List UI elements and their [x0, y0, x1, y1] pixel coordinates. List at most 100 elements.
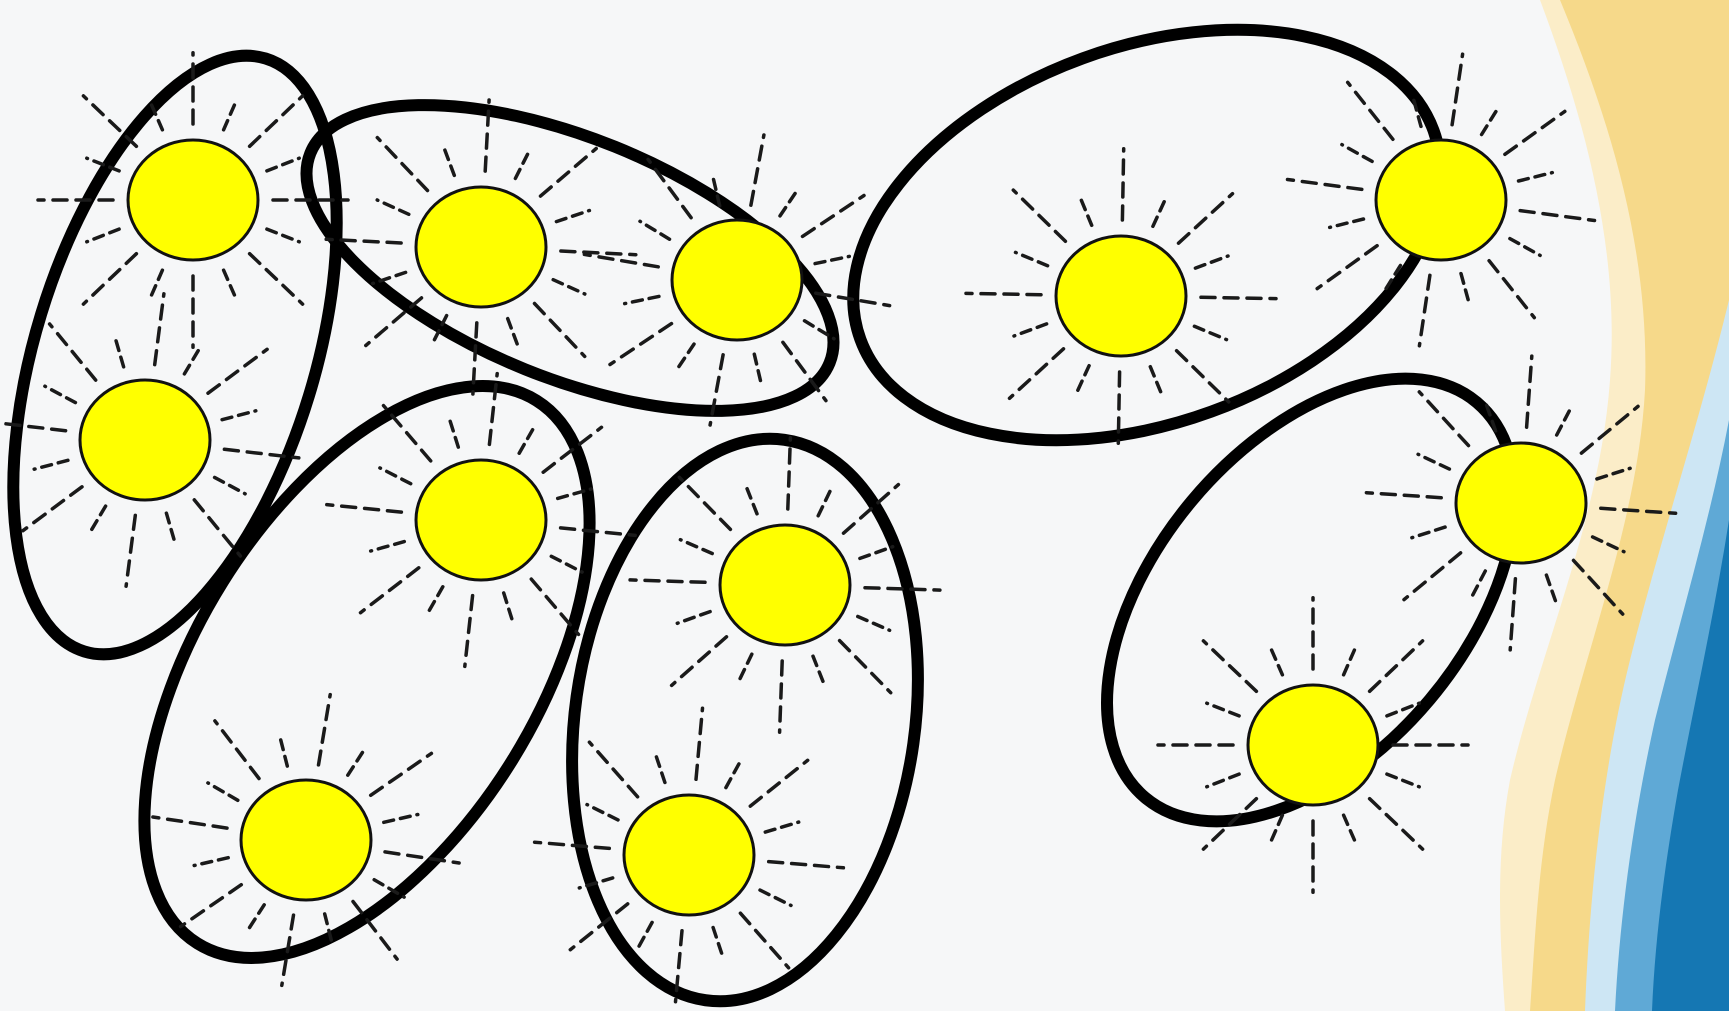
sun-ray — [153, 817, 227, 828]
sun-ray — [1342, 145, 1372, 162]
sun-ray — [815, 256, 849, 263]
sun-ray — [1177, 351, 1229, 402]
sun-ray — [1370, 799, 1423, 849]
sun-ray — [126, 515, 135, 586]
sun-ray — [377, 138, 427, 191]
sun-ray — [818, 486, 833, 516]
sun-ray — [377, 200, 409, 214]
sun-ray — [1179, 194, 1233, 244]
sun-ray — [1519, 173, 1553, 181]
sun-ray — [1557, 405, 1573, 435]
sun-ray — [1153, 196, 1167, 227]
sun-ray — [1470, 571, 1486, 601]
sun-disc — [80, 380, 210, 500]
sun-ray — [114, 335, 123, 367]
sun-ray — [1150, 367, 1163, 398]
sun-ray — [1122, 149, 1123, 220]
sun-ray — [1010, 349, 1064, 399]
sun-ray — [443, 144, 455, 175]
sun-ray — [448, 415, 458, 447]
sun-ray — [858, 617, 890, 631]
sun-ray — [589, 742, 637, 797]
sun-ray — [1461, 274, 1470, 306]
sun-ray — [1366, 493, 1441, 498]
sun-ray — [1348, 82, 1393, 139]
sun-ray — [760, 890, 791, 905]
sun-ray — [155, 294, 164, 365]
sun-ray — [1527, 356, 1532, 427]
sun-ray — [1207, 703, 1239, 716]
sun-ray — [1419, 275, 1430, 346]
sun-ray — [865, 588, 940, 590]
sun-ray — [166, 513, 175, 545]
sun-ray — [813, 656, 825, 687]
sun-ray — [1452, 54, 1463, 125]
sun-ray — [384, 406, 431, 461]
sun-ray — [1016, 252, 1048, 265]
sun-ray — [630, 580, 705, 582]
sun-ray — [535, 842, 610, 848]
sun-ray — [713, 928, 724, 960]
sun-ray — [556, 211, 589, 222]
sun-ray — [508, 319, 520, 350]
sun-ray — [371, 753, 432, 795]
sun-ray — [1419, 392, 1468, 446]
sun-ray — [541, 149, 597, 197]
sun-ray — [726, 758, 742, 788]
sun-ray — [672, 637, 727, 686]
sun-ray — [1330, 219, 1364, 227]
sun-ray — [610, 324, 672, 365]
sun-ray — [840, 641, 891, 693]
sun-ray — [1201, 297, 1276, 298]
sun-disc — [720, 525, 850, 645]
sun-ray — [246, 905, 264, 933]
sun-ray — [224, 270, 237, 301]
sun-ray — [640, 221, 670, 239]
sun-disc — [128, 140, 258, 260]
sun-12 — [1158, 598, 1468, 893]
sun-ray — [361, 568, 419, 613]
sun-ray — [1510, 239, 1540, 256]
sun-ray — [561, 251, 636, 255]
sun-ray — [788, 438, 791, 509]
sun-ray — [0, 422, 66, 431]
sun-ray — [87, 229, 119, 242]
sun-ray — [215, 477, 246, 493]
sun-ray — [1344, 644, 1357, 675]
sun-ray — [384, 815, 418, 823]
sun-ray — [745, 483, 757, 514]
sun-ray — [1510, 579, 1515, 650]
sun-ray — [380, 468, 411, 484]
sun-ray — [535, 304, 585, 357]
sun-disc — [416, 460, 546, 580]
sun-ray — [860, 547, 893, 559]
sun-ray — [1505, 111, 1565, 154]
sun-ray — [584, 254, 658, 266]
sun-ray — [1344, 815, 1357, 846]
sun-ray — [1014, 324, 1047, 336]
sun-ray — [553, 280, 585, 294]
sun-ray — [371, 542, 405, 551]
sun-ray — [1207, 774, 1239, 787]
sun-ray — [561, 528, 636, 536]
sun-ray — [366, 298, 422, 346]
sun-ray — [222, 411, 256, 420]
sun-ray — [319, 695, 331, 765]
sun-ray — [149, 270, 162, 301]
sun-ray — [1269, 815, 1282, 846]
sun-ray — [1075, 366, 1089, 397]
sun-disc — [1248, 685, 1378, 805]
sun-ray — [1387, 774, 1419, 787]
sun-1 — [38, 53, 348, 348]
sun-ray — [587, 805, 618, 820]
sun-ray — [740, 913, 788, 968]
sun-ray — [1194, 326, 1226, 339]
sun-ray — [519, 424, 536, 453]
sun-ray — [504, 593, 514, 625]
sun-ray — [208, 349, 267, 393]
sun-disc — [672, 220, 802, 340]
sun-ray — [1546, 575, 1557, 607]
sun-ray — [279, 734, 287, 766]
sun-ray — [1370, 641, 1423, 691]
